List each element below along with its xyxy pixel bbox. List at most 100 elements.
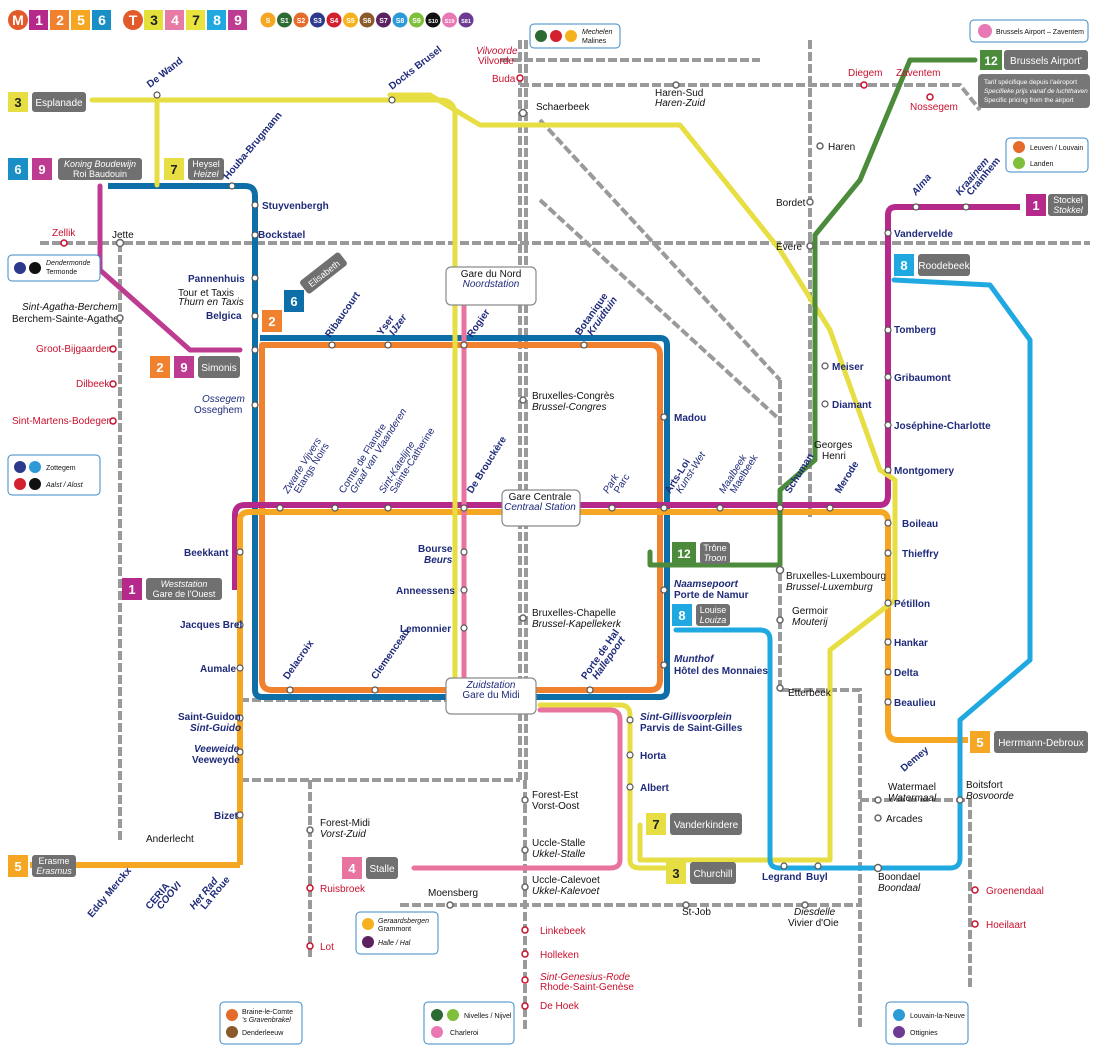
rail-dot-moensberg[interactable]	[446, 901, 454, 909]
station-dot-stgilles[interactable]	[626, 716, 634, 724]
label-demey[interactable]: Demey	[899, 745, 932, 775]
station-dot-beekkant[interactable]	[236, 548, 244, 556]
rail-dot-st-job[interactable]	[682, 901, 690, 909]
label-porte-namur[interactable]: Porte de Namur	[674, 590, 749, 601]
terminal-erasme[interactable]: 5 Erasme Erasmus	[8, 855, 76, 877]
hub-zuidstation[interactable]: Zuidstation Gare du Midi	[445, 677, 537, 715]
label-ossegem[interactable]: Ossegem	[202, 394, 245, 405]
rail-dot-evere[interactable]	[806, 242, 814, 250]
label-veeweide1[interactable]: Veeweide	[194, 744, 240, 755]
station-dot-legrand[interactable]	[780, 862, 788, 870]
rail-forest-est1[interactable]: Forest-Est	[532, 790, 578, 801]
rail-dot-luxembourg[interactable]	[775, 565, 785, 575]
label-houba[interactable]: Houba-Brugmann	[222, 110, 285, 182]
label-belgica[interactable]: Belgica	[206, 311, 242, 322]
rail-dot-ruisbroek[interactable]	[306, 884, 314, 892]
label-ribaucourt[interactable]: Ribaucourt	[323, 290, 363, 340]
rail-vivier-doie[interactable]: Vivier d'Oie	[788, 918, 839, 929]
terminal-elisabeth[interactable]: 2 6 Elisabeth	[262, 251, 348, 332]
station-dot-zwarte[interactable]	[276, 504, 284, 512]
rail-dot-haren-sud[interactable]	[672, 81, 680, 89]
terminal-brussels-airport[interactable]: 12 Brussels Airport'	[980, 50, 1088, 70]
label-gribaumont[interactable]: Gribaumont	[894, 373, 951, 384]
station-dot-madou[interactable]	[660, 413, 668, 421]
station-dot-meiser[interactable]	[821, 362, 829, 370]
rail-watermaal[interactable]: Watermaal	[888, 793, 937, 804]
label-munthof[interactable]: Munthof	[674, 654, 715, 665]
rail-watermael[interactable]: Watermael	[888, 782, 936, 793]
station-dot-petillon[interactable]	[884, 599, 892, 607]
label-debrouckere[interactable]: De Brouckère	[465, 434, 509, 495]
rail-de-hoek[interactable]: De Hoek	[540, 1001, 580, 1012]
label-albert[interactable]: Albert	[640, 783, 670, 794]
terminal-stockel[interactable]: 1 Stockel Stokkel	[1026, 194, 1088, 216]
label-beekkant[interactable]: Beekkant	[184, 548, 229, 559]
label-anderlecht[interactable]: Anderlecht	[146, 834, 194, 845]
rail-haren[interactable]: Haren	[828, 142, 855, 153]
label-stuyvenbergh[interactable]: Stuyvenbergh	[262, 201, 329, 212]
rail-arcades[interactable]: Arcades	[886, 814, 923, 825]
station-dot-vandervelde[interactable]	[884, 229, 892, 237]
station-dot-yser[interactable]	[384, 341, 392, 349]
station-dot-beaulieu[interactable]	[884, 698, 892, 706]
station-dot-stguidon[interactable]	[236, 714, 244, 722]
terminal-roodebeek[interactable]: 8 Roodebeek	[894, 254, 971, 276]
rail-germoir1[interactable]: Germoir	[792, 606, 829, 617]
label-boileau[interactable]: Boileau	[902, 519, 938, 530]
label-vandervelde[interactable]: Vandervelde	[894, 229, 953, 240]
rail-dot-stgenesius[interactable]	[521, 976, 529, 984]
rail-uccle-calevoet1[interactable]: Uccle-Calevoet	[532, 875, 600, 886]
station-dot-dewand[interactable]	[153, 91, 161, 99]
station-dot-maalbeek[interactable]	[716, 504, 724, 512]
label-clemenceau[interactable]: Clemenceau	[369, 627, 412, 682]
station-dot-merode[interactable]	[826, 504, 834, 512]
station-dot-bockstael[interactable]	[251, 231, 259, 239]
rail-dot-haren[interactable]	[816, 142, 824, 150]
rail-uccle-stalle1[interactable]: Uccle-Stalle	[532, 838, 586, 849]
label-de-wand[interactable]: De Wand	[145, 56, 185, 91]
station-dot-alma[interactable]	[912, 203, 920, 211]
label-aumale[interactable]: Aumale	[200, 664, 237, 675]
label-rogier[interactable]: Rogier	[465, 307, 492, 339]
rail-dot-congres[interactable]	[519, 396, 527, 404]
rail-stgenesius2[interactable]: Rhode-Saint-Genèse	[540, 982, 634, 993]
label-tomberg[interactable]: Tomberg	[894, 325, 936, 336]
label-beaulieu[interactable]: Beaulieu	[894, 698, 936, 709]
rail-dot-vivier[interactable]	[801, 901, 809, 909]
rail-ruisbroek[interactable]: Ruisbroek	[320, 884, 366, 895]
label-eddy[interactable]: Eddy Merckx	[86, 865, 134, 920]
rail-dot-boitsfort[interactable]	[956, 796, 964, 804]
rail-dot-bordet[interactable]	[806, 198, 814, 206]
station-dot-horta[interactable]	[626, 751, 634, 759]
label-bourse[interactable]: Bourse	[418, 544, 453, 555]
label-stguidon[interactable]: Saint-Guidon	[178, 712, 241, 723]
station-dot-naamsepoort[interactable]	[660, 586, 668, 594]
station-dot-stkat[interactable]	[384, 504, 392, 512]
rail-luxembourg2[interactable]: Brussel-Luxemburg	[786, 582, 873, 593]
rail-bosvoorde[interactable]: Bosvoorde	[966, 791, 1014, 802]
label-stgilles1[interactable]: Sint-Gillisvoorplein	[640, 712, 732, 723]
label-merode[interactable]: Merode	[833, 459, 861, 495]
terminal-churchill[interactable]: 3 Churchill	[666, 862, 736, 884]
rail-dot-de-hoek[interactable]	[521, 1002, 529, 1010]
rail-forest-est2[interactable]: Vorst-Oost	[532, 801, 579, 812]
rail-dot-jette[interactable]	[115, 238, 125, 248]
station-dot-simonis[interactable]	[251, 346, 259, 354]
station-dot-aumale[interactable]	[236, 664, 244, 672]
rail-chapelle1[interactable]: Bruxelles-Chapelle	[532, 608, 616, 619]
station-dot-bourse[interactable]	[460, 548, 468, 556]
rail-moensberg[interactable]: Moensberg	[428, 888, 478, 899]
station-dot-botanique[interactable]	[580, 341, 588, 349]
station-dot-veeweide[interactable]	[236, 748, 244, 756]
label-pannenhuis[interactable]: Pannenhuis	[188, 274, 245, 285]
label-georges[interactable]: Georges	[814, 440, 852, 451]
station-dot-artsloi[interactable]	[660, 504, 668, 512]
station-dot-hankar[interactable]	[884, 638, 892, 646]
rail-dot-buda[interactable]	[516, 74, 524, 82]
station-dot-bizet[interactable]	[236, 811, 244, 819]
rail-lot[interactable]: Lot	[320, 942, 334, 953]
rail-dot-watermael[interactable]	[874, 796, 882, 804]
station-dot-gribaumont[interactable]	[884, 373, 892, 381]
label-jacques-brel[interactable]: Jacques Brel	[180, 620, 242, 631]
rail-dot-arcades[interactable]	[874, 814, 882, 822]
